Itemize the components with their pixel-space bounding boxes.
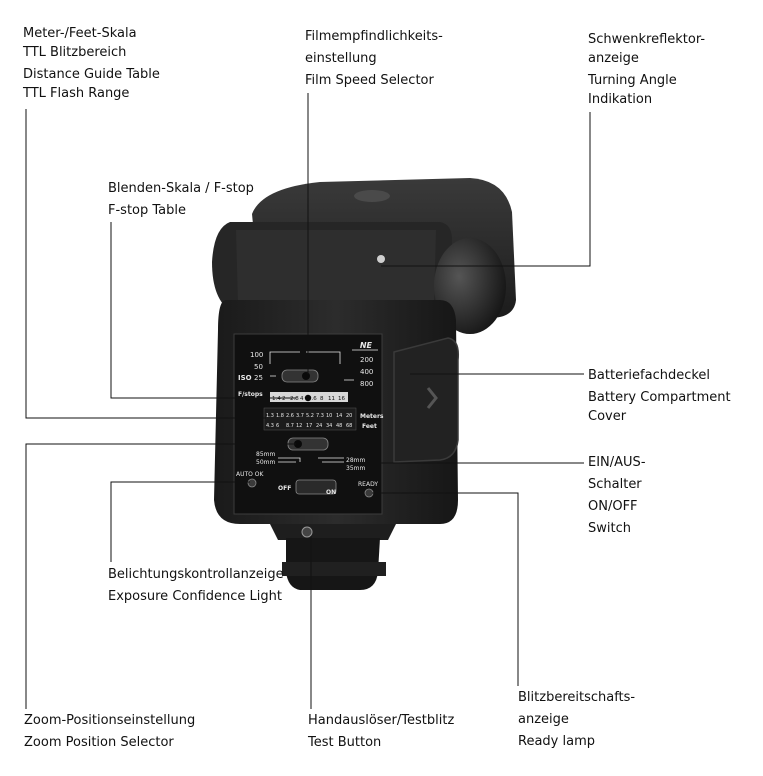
meters-row: 1.3 1.8 2.6 3.7 5.2 7.3 10 14 20 [266, 413, 352, 419]
meters-label: Meters [360, 413, 384, 420]
zoom-28mm: 28mm [346, 457, 365, 464]
svg-text:8.7: 8.7 [286, 423, 294, 429]
fstop-pointer [304, 394, 312, 402]
ready-label: READY [358, 481, 378, 488]
iso-left-25: 25 [254, 374, 263, 382]
battery-cover [393, 337, 460, 463]
callout-onoff: EIN/AUS- Schalter ON/OFF Switch [588, 455, 646, 536]
brand-logo: NE [360, 341, 373, 350]
svg-text:17: 17 [306, 423, 312, 429]
fstop-val-6: 8 [320, 396, 324, 402]
film-speed-dial [281, 369, 319, 383]
callout-swivel: Schwenkreflektor- anzeige Turning Angle … [588, 32, 706, 107]
svg-text:68: 68 [346, 423, 352, 429]
svg-text:12: 12 [296, 423, 302, 429]
fstops-label: F/stops [238, 391, 263, 398]
feet-row: 4.3 6 8.7 12 17 24 34 48 68 [266, 423, 352, 429]
iso-left-100: 100 [250, 351, 263, 359]
leader-fstop [110, 222, 296, 399]
svg-text:4.3: 4.3 [266, 423, 274, 429]
callout-fstop: Blenden-Skala / F-stop F-stop Table [108, 181, 254, 218]
leader-meter-feet [25, 109, 266, 419]
fstop-val-4: 4 [300, 396, 304, 402]
fstop-val-2: 2 [282, 396, 286, 402]
svg-text:20: 20 [346, 413, 352, 419]
head-logo [354, 190, 390, 202]
callout-test: Handauslöser/Testblitz Test Button [308, 713, 455, 750]
iso-right-800: 800 [360, 380, 373, 388]
svg-text:24: 24 [316, 423, 322, 429]
svg-text:1.8: 1.8 [276, 413, 284, 419]
svg-text:6: 6 [276, 423, 279, 429]
fstop-val-7: 11 [328, 396, 335, 402]
svg-text:2.6: 2.6 [286, 413, 294, 419]
svg-text:3.7: 3.7 [296, 413, 304, 419]
iso-left-50: 50 [254, 363, 263, 371]
exposure-confidence-light [247, 478, 257, 488]
svg-text:14: 14 [336, 413, 342, 419]
svg-text:34: 34 [326, 423, 332, 429]
fstop-val-5: 5.6 [308, 396, 317, 402]
auto-ok-label: AUTO OK [236, 471, 265, 478]
callout-exposure: Belichtungskontrollanzeige Exposure Conf… [108, 567, 284, 604]
svg-text:1.3: 1.3 [266, 413, 274, 419]
zoom-85mm: 85mm [256, 451, 275, 458]
leader-zoom [25, 443, 296, 709]
iso-right-400: 400 [360, 368, 373, 376]
callout-ready: Blitzbereitschafts- anzeige Ready lamp [518, 690, 636, 749]
iso-right-200: 200 [360, 356, 373, 364]
callout-film-speed: Filmempfindlichkeits- einstellung Film S… [305, 29, 443, 88]
svg-text:5.2: 5.2 [306, 413, 314, 419]
leader-ready [372, 492, 519, 686]
iso-label: ISO [238, 374, 252, 382]
callout-meter-feet: Meter-/Feet-Skala TTL Blitzbereich Dista… [23, 26, 160, 101]
callout-battery: Batteriefachdeckel Battery Compartment C… [588, 368, 731, 424]
svg-text:48: 48 [336, 423, 342, 429]
svg-text:7.3: 7.3 [316, 413, 324, 419]
fstop-val-3: 2.8 [290, 396, 299, 402]
feet-label: Feet [362, 423, 377, 430]
callout-zoom: Zoom-Positionseinstellung Zoom Position … [24, 713, 196, 750]
svg-text:10: 10 [326, 413, 332, 419]
fstop-val-8: 16 [338, 396, 345, 402]
on-label: ON [326, 489, 336, 496]
off-label: OFF [278, 485, 291, 492]
test-button [301, 526, 313, 538]
zoom-50mm: 50mm [256, 459, 275, 466]
fstop-val-1: 1.4 [272, 396, 281, 402]
zoom-35mm: 35mm [346, 465, 365, 472]
leader-exposure [110, 481, 250, 562]
power-switch [295, 479, 337, 495]
leader-swivel [381, 112, 591, 267]
